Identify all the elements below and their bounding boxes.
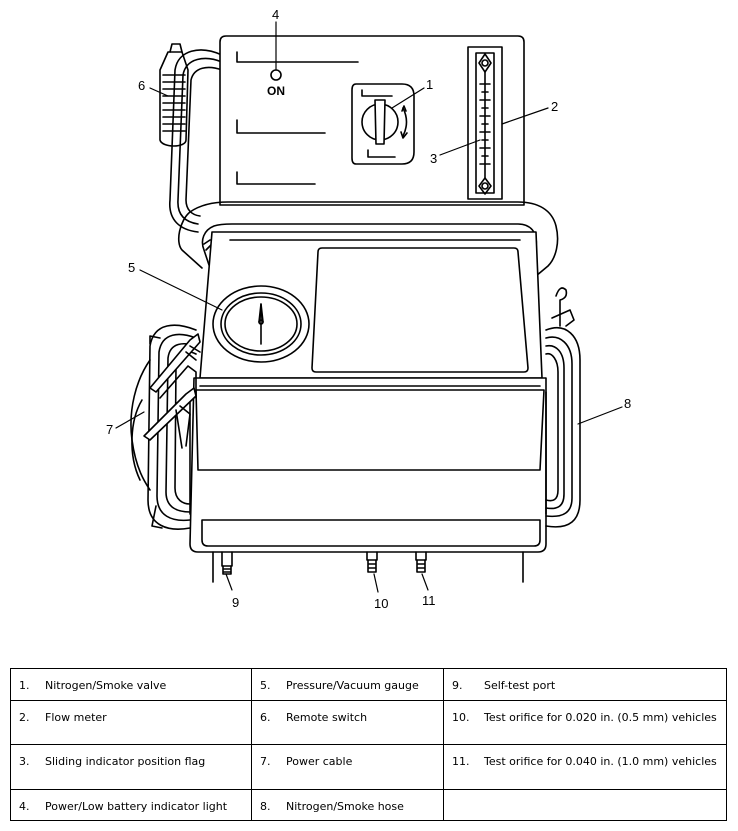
test-orifice-0-020 [366, 551, 378, 573]
callout-9: 9 [232, 595, 239, 610]
legend-number: 11. [452, 755, 470, 768]
legend-text: Pressure/Vacuum gauge [286, 679, 419, 692]
legend-number: 9. [452, 679, 463, 692]
tester-body [189, 231, 547, 583]
callout-5: 5 [128, 260, 135, 275]
legend-table: 1. Nitrogen/Smoke valve 5. Pressure/Vacuum… [10, 668, 727, 821]
on-label: ON [267, 84, 285, 98]
legend-number: 4. [19, 800, 30, 813]
callout-3: 3 [430, 151, 437, 166]
legend-row: 4. Power/Low battery indicator light 8. Ni… [10, 789, 727, 821]
callout-4: 4 [272, 7, 279, 22]
callout-8: 8 [624, 396, 631, 411]
coiled-cable-left-upper [169, 49, 223, 233]
legend-text: Self-test port [484, 679, 556, 692]
nitrogen-smoke-valve [351, 83, 415, 165]
legend-number: 6. [260, 711, 271, 724]
self-test-port [221, 551, 233, 575]
test-orifice-0-040 [415, 551, 427, 573]
legend-number: 3. [19, 755, 30, 768]
callout-7: 7 [106, 422, 113, 437]
power-indicator-light [270, 69, 282, 81]
legend-text: Remote switch [286, 711, 368, 724]
pressure-vacuum-gauge [212, 285, 310, 363]
legend-text: Sliding indicator position flag [45, 755, 206, 768]
legend-text: Nitrogen/Smoke hose [286, 800, 404, 813]
legend-text: Nitrogen/Smoke valve [45, 679, 167, 692]
nitrogen-smoke-hose-coil [545, 287, 581, 528]
legend-number: 1. [19, 679, 30, 692]
legend-text: Flow meter [45, 711, 107, 724]
legend-row: 1. Nitrogen/Smoke valve 5. Pressure/Vacuum… [10, 668, 727, 701]
legend-row: 2. Flow meter 6. Remote switch 10. Test ori… [10, 700, 727, 745]
callout-11: 11 [422, 593, 436, 608]
legend-text: Power cable [286, 755, 353, 768]
legend-text: Test orifice for 0.040 in. (1.0 mm) vehi… [484, 755, 717, 768]
legend-row: 3. Sliding indicator position flag 7. Powe… [10, 744, 727, 790]
flow-meter [467, 46, 503, 200]
callout-6: 6 [138, 78, 145, 93]
callout-1: 1 [426, 77, 433, 92]
legend-text: Test orifice for 0.020 in. (0.5 mm) vehi… [484, 711, 717, 724]
power-cable-coil [130, 324, 201, 530]
legend-number: 10. [452, 711, 470, 724]
legend-number: 8. [260, 800, 271, 813]
legend-number: 5. [260, 679, 271, 692]
legend-number: 7. [260, 755, 271, 768]
callout-2: 2 [551, 99, 558, 114]
smoke-tester-diagram: 4 1 2 3 6 5 7 8 9 10 11 ON [106, 7, 631, 611]
legend-text: Power/Low battery indicator light [45, 800, 228, 813]
remote-switch [159, 43, 189, 147]
callout-10: 10 [374, 596, 388, 611]
legend-number: 2. [19, 711, 30, 724]
